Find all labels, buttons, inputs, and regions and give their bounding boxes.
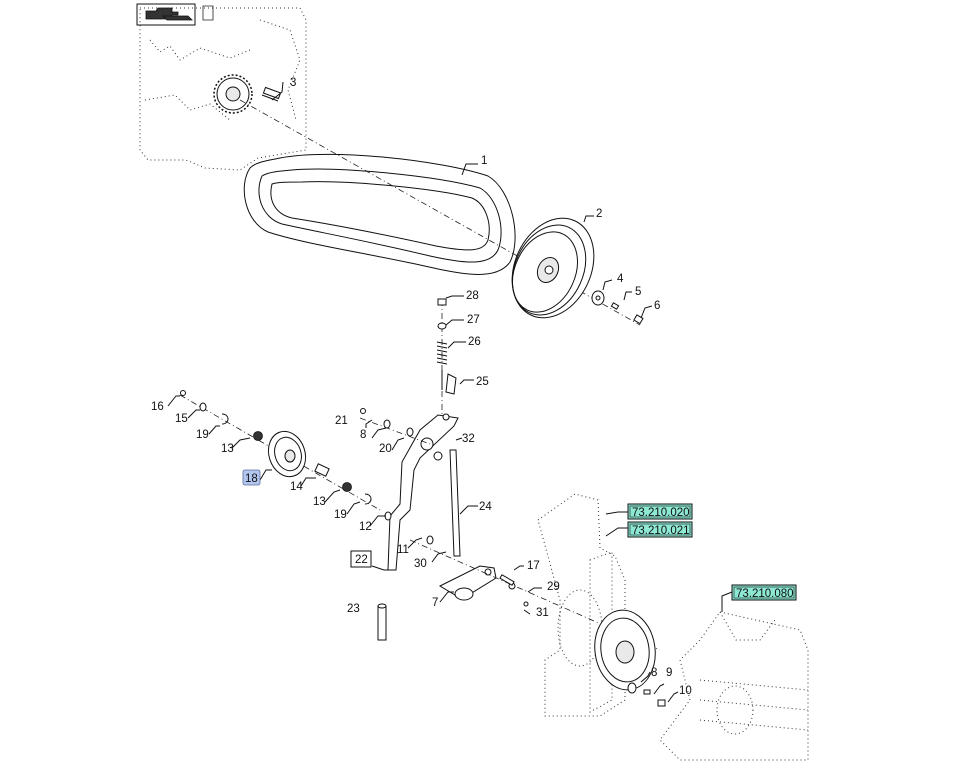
callout-31: 31: [536, 607, 549, 619]
callout-16: 16: [151, 401, 164, 413]
callout-13-upper: 13: [221, 443, 234, 455]
back-button[interactable]: [136, 3, 196, 26]
upper-frame: [139, 5, 307, 171]
reference-link-73-210-021[interactable]: 73.210.021: [627, 521, 693, 538]
reference-link-73-210-080[interactable]: 73.210.080: [731, 584, 797, 601]
callout-10: 10: [679, 685, 692, 697]
callout-27: 27: [467, 314, 480, 326]
callout-3: 3: [290, 77, 296, 89]
callout-8: 8: [360, 429, 366, 441]
hand-pointing-left-icon: [145, 7, 193, 21]
callout-8-lower: 8: [651, 667, 657, 679]
pulley-fasteners: [591, 290, 644, 325]
callout-22-box: 22: [350, 550, 372, 568]
reference-label-73-210-021: 73.210.021: [632, 525, 690, 537]
callout-19-lower: 19: [334, 509, 347, 521]
lower-right-frame: [659, 611, 809, 761]
callout-24: 24: [479, 501, 492, 513]
callout-5: 5: [635, 286, 641, 298]
callout-32: 32: [462, 433, 475, 445]
callout-23: 23: [347, 603, 360, 615]
reference-label-73-210-020: 73.210.020: [632, 507, 690, 519]
callout-2: 2: [596, 208, 602, 220]
callout-7: 7: [432, 597, 438, 609]
callout-14: 14: [290, 481, 303, 493]
callout-17: 17: [527, 560, 540, 572]
callout-leaders: [167, 81, 733, 703]
callout-28: 28: [466, 290, 479, 302]
lower-bracket: [438, 565, 497, 601]
callout-6: 6: [654, 300, 660, 312]
callout-21: 21: [335, 415, 348, 427]
callout-18: 18: [245, 473, 258, 485]
lower-gearbox-housing: [537, 493, 666, 717]
callout-26: 26: [468, 336, 481, 348]
callout-20: 20: [379, 443, 392, 455]
adjust-rod: [433, 449, 461, 557]
callout-9: 9: [666, 667, 672, 679]
callout-11: 11: [397, 544, 409, 556]
callout-29: 29: [547, 581, 560, 593]
callout-4: 4: [617, 273, 624, 285]
large-pulley: [511, 217, 595, 319]
callout-numbers: 1 2 3 4 5 6 7 8 9 10 11 12 13 13 14 16 1…: [151, 77, 692, 697]
reference-label-73-210-080: 73.210.080: [736, 588, 794, 600]
callout-15: 15: [175, 413, 188, 425]
reference-link-73-210-020[interactable]: 73.210.020: [627, 503, 693, 520]
callout-12: 12: [359, 521, 372, 533]
callout-19-upper: 19: [196, 429, 209, 441]
callout-22: 22: [355, 554, 368, 566]
tension-spring-assembly: [436, 298, 457, 420]
drive-belt: [243, 153, 516, 275]
tensioner-lever: [387, 413, 459, 571]
sleeve: [377, 603, 387, 641]
callout-18-highlighted[interactable]: 18: [242, 469, 261, 486]
callout-25: 25: [476, 376, 489, 388]
idler-pulley: [180, 390, 529, 607]
callout-13-lower: 13: [313, 496, 326, 508]
callout-1: 1: [481, 155, 487, 167]
callout-30: 30: [414, 558, 427, 570]
